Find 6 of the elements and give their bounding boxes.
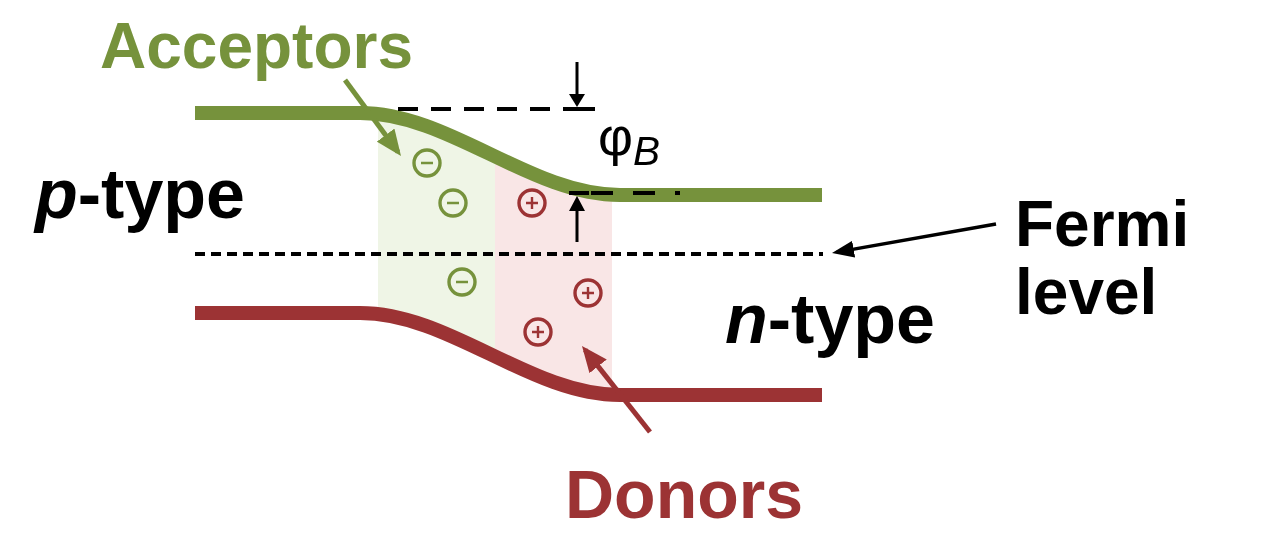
leader-arrow	[343, 78, 401, 156]
callout-label: Donors	[565, 460, 803, 528]
callout-label: Fermi level	[1015, 190, 1215, 326]
leader-arrow	[832, 222, 997, 258]
leader-arrow	[582, 346, 652, 434]
symbol-label: φ$_{B}$	[598, 106, 661, 166]
